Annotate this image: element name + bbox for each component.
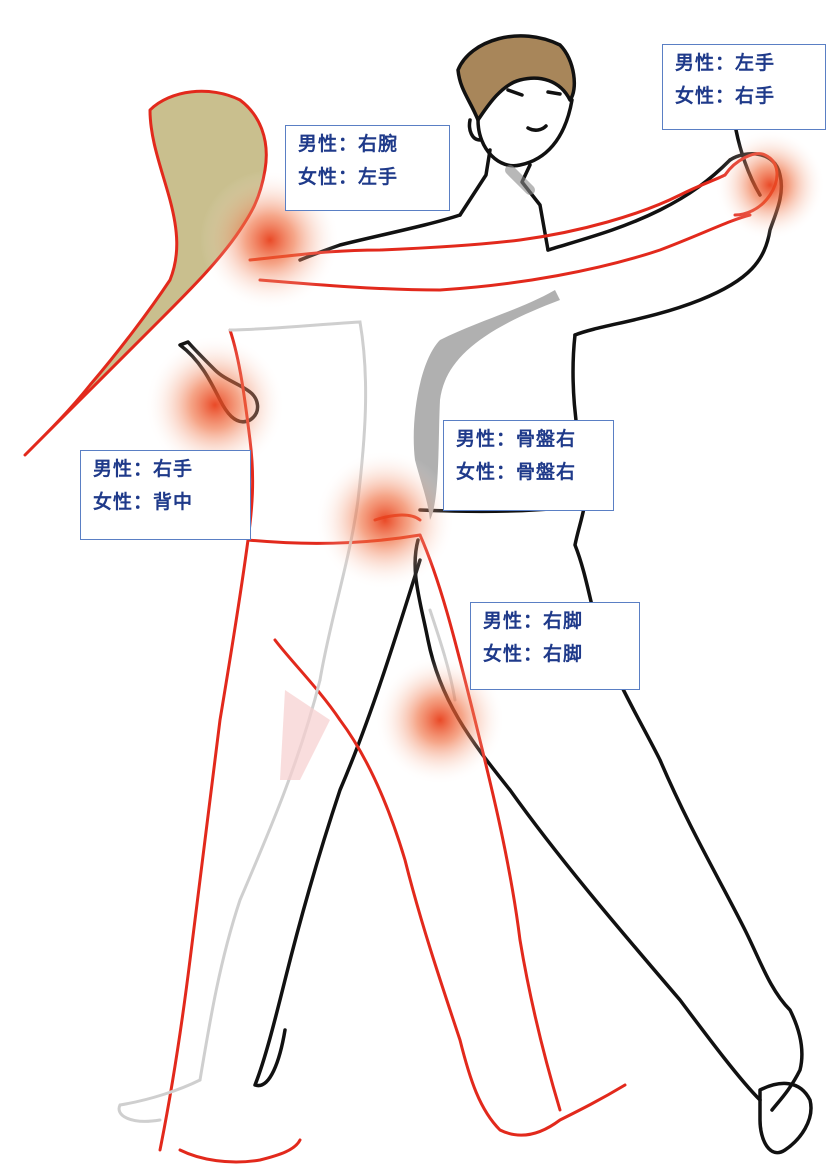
male-face: [478, 100, 572, 166]
label-left-hand-female: 女性：右手: [675, 86, 813, 106]
label-right-arm-female: 女性：左手: [298, 167, 437, 187]
label-right-hand: 男性：右手 女性：背中: [80, 450, 251, 540]
male-hair: [458, 36, 574, 120]
glow-left-hand: [715, 130, 825, 240]
label-pelvis-female: 女性：骨盤右: [456, 462, 601, 482]
female-dancer: [25, 91, 777, 1162]
label-left-hand: 男性：左手 女性：右手: [662, 44, 826, 130]
label-right-leg-female: 女性：右脚: [483, 644, 627, 664]
label-right-leg-male: 男性：右脚: [483, 611, 627, 631]
glow-pelvis: [315, 450, 455, 590]
label-right-arm: 男性：右腕 女性：左手: [285, 125, 450, 211]
label-pelvis-male: 男性：骨盤右: [456, 429, 601, 449]
label-pelvis: 男性：骨盤右 女性：骨盤右: [443, 420, 614, 511]
label-right-hand-female: 女性：背中: [93, 492, 238, 512]
pink-panel: [280, 690, 330, 780]
label-right-leg: 男性：右脚 女性：右脚: [470, 602, 640, 690]
label-right-arm-male: 男性：右腕: [298, 134, 437, 154]
label-right-hand-male: 男性：右手: [93, 459, 238, 479]
label-left-hand-male: 男性：左手: [675, 53, 813, 73]
